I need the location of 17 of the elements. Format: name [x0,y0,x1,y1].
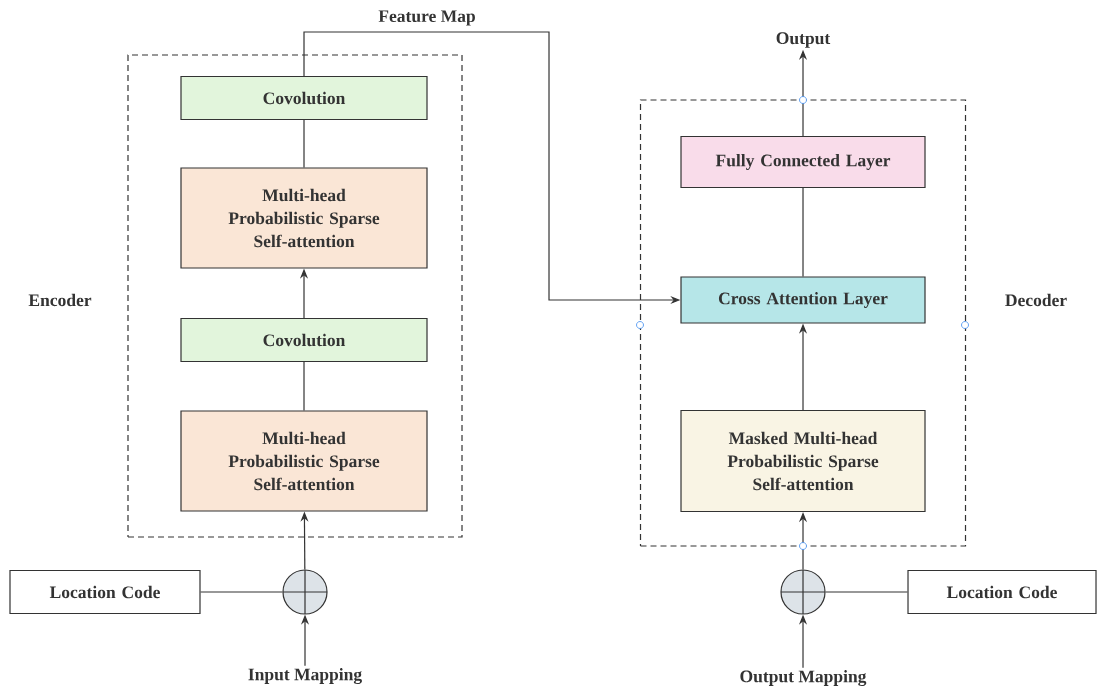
process-box: Location Code [9,569,201,615]
flow-label: Output Mapping [740,670,867,686]
sum-circle [282,569,328,615]
sum-circle [780,569,826,615]
node-label: Encoder [28,293,92,307]
process-box: Covolution [180,75,428,121]
process-box: Covolution [180,317,428,363]
node-label: Decoder [1005,293,1067,307]
process-box: Multi-head Probabilistic Sparse Self-attention [180,167,428,269]
process-box: Location Code [907,569,1097,615]
edge-label: Feature Map [376,8,478,28]
process-box: Fully Connected Layer [680,135,926,189]
process-box: Masked Multi-head Probabilistic Sparse Self-attention [680,409,926,513]
flow-label: Input Mapping [248,668,362,684]
process-box: Cross Attention Layer [680,276,926,324]
process-box: Multi-head Probabilistic Sparse Self-attention [180,410,428,512]
flow-label: Output [776,32,831,48]
